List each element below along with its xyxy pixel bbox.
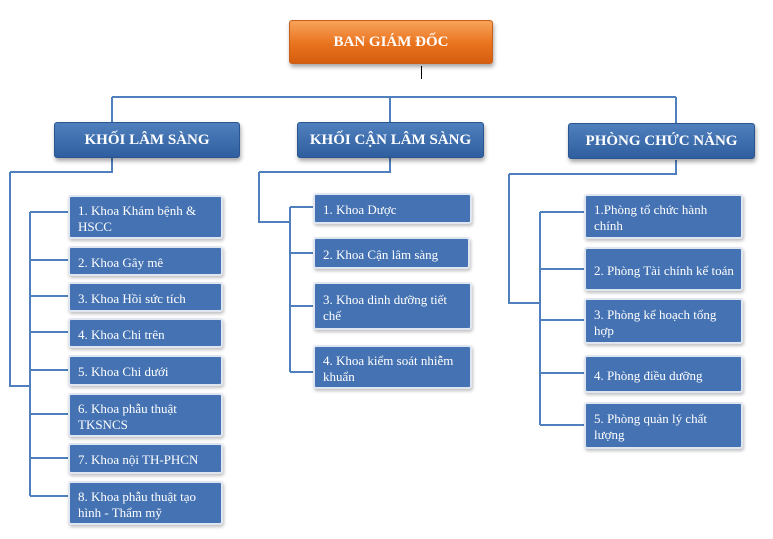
item-khoa-kiem-soat-nhiem-khuan: 4. Khoa kiểm soát nhiễm khuẩn bbox=[313, 345, 472, 389]
group-khoi-can-lam-sang: KHỐI CẬN LÂM SÀNG bbox=[297, 122, 484, 158]
item-label: 1. Khoa Khám bệnh & HSCC bbox=[78, 202, 197, 234]
group-phong-chuc-nang: PHÒNG CHỨC NĂNG bbox=[568, 123, 755, 159]
item-khoa-chi-tren: 4. Khoa Chi trên bbox=[68, 318, 223, 348]
item-khoa-phau-thuat-tksncs: 6. Khoa phẫu thuật TKSNCS bbox=[68, 393, 223, 437]
item-label: 5. Phòng quản lý chất lượng bbox=[594, 411, 708, 442]
group-label: PHÒNG CHỨC NĂNG bbox=[585, 133, 738, 149]
item-label: 2. Phòng Tài chính kế toán bbox=[594, 262, 734, 278]
item-label: 1.Phòng tổ chức hành chính bbox=[594, 202, 708, 233]
item-label: 3. Khoa Hồi sức tích bbox=[78, 290, 186, 306]
item-phong-dieu-duong: 4. Phòng điều dưỡng bbox=[584, 355, 743, 393]
item-label: 5. Khoa Chi dưới bbox=[78, 364, 169, 380]
item-khoa-phau-thuat-tao-hinh: 8. Khoa phẫu thuật tạo hình - Thẩm mỹ bbox=[68, 481, 223, 525]
item-label: 2. Khoa Gây mê bbox=[78, 254, 164, 270]
item-label: 6. Khoa phẫu thuật TKSNCS bbox=[78, 400, 177, 432]
item-phong-tai-chinh-ke-toan: 2. Phòng Tài chính kế toán bbox=[584, 247, 743, 291]
item-phong-quan-ly-chat-luong: 5. Phòng quản lý chất lượng bbox=[584, 402, 743, 449]
item-label: 8. Khoa phẫu thuật tạo hình - Thẩm mỹ bbox=[78, 488, 197, 520]
root-label: BAN GIÁM ĐỐC bbox=[333, 34, 449, 50]
item-khoa-chi-duoi: 5. Khoa Chi dưới bbox=[68, 355, 223, 386]
item-label: 7. Khoa nội TH-PHCN bbox=[78, 452, 199, 468]
item-khoa-noi-th-phcn: 7. Khoa nội TH-PHCN bbox=[68, 443, 223, 474]
item-label: 4. Phòng điều dưỡng bbox=[594, 367, 703, 383]
text-cursor bbox=[421, 66, 422, 79]
item-khoa-kham-benh: 1. Khoa Khám bệnh & HSCC bbox=[68, 195, 223, 239]
group-label: KHỐI CẬN LÂM SÀNG bbox=[309, 132, 472, 148]
item-label: 4. Khoa Chi trên bbox=[78, 326, 165, 342]
group-khoi-lam-sang: KHỐI LÂM SÀNG bbox=[54, 122, 240, 158]
item-phong-to-chuc-hanh-chinh: 1.Phòng tổ chức hành chính bbox=[584, 194, 743, 239]
item-khoa-gay-me: 2. Khoa Gây mê bbox=[68, 246, 223, 276]
root-box-ban-giam-doc: BAN GIÁM ĐỐC bbox=[289, 20, 493, 64]
item-label: 2. Khoa Cận lâm sàng bbox=[323, 246, 439, 262]
item-khoa-dinh-duong: 3. Khoa dinh dưỡng tiết chế bbox=[313, 282, 472, 330]
item-label: 4. Khoa kiểm soát nhiễm khuẩn bbox=[323, 352, 454, 384]
item-label: 3. Phòng kế hoạch tổng hợp bbox=[594, 306, 717, 338]
group-label: KHỐI LÂM SÀNG bbox=[84, 132, 210, 148]
item-khoa-can-lam-sang: 2. Khoa Cận lâm sàng bbox=[313, 237, 470, 269]
item-khoa-hoi-suc: 3. Khoa Hồi sức tích bbox=[68, 282, 223, 312]
item-label: 1. Khoa Dược bbox=[323, 202, 397, 218]
item-khoa-duoc: 1. Khoa Dược bbox=[313, 193, 472, 224]
item-label: 3. Khoa dinh dưỡng tiết chế bbox=[323, 291, 448, 323]
item-phong-ke-hoach-tong-hop: 3. Phòng kế hoạch tổng hợp bbox=[584, 298, 743, 344]
